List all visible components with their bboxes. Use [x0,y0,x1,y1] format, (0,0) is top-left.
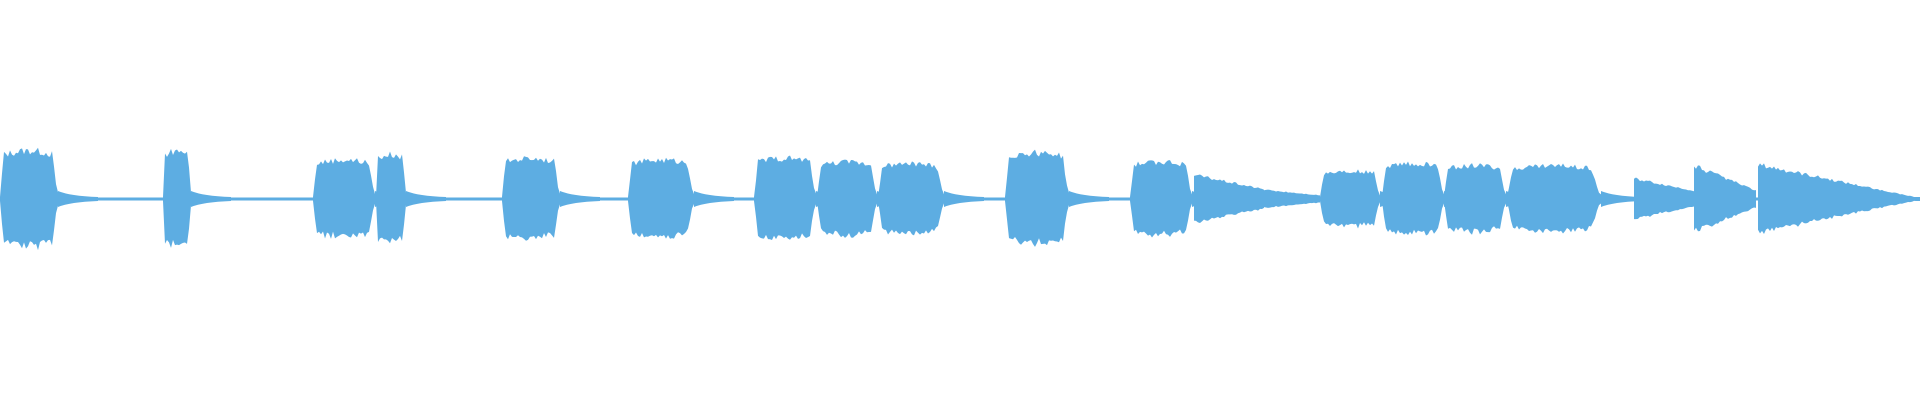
waveform-note-shape [1130,160,1192,238]
waveform-release-taper [1601,191,1641,207]
waveform-note-shape [1005,149,1069,247]
waveform-note-shape [1264,189,1320,208]
waveform-note [502,156,600,241]
waveform-release-taper [1069,191,1109,207]
waveform-release-taper [406,191,446,207]
waveform-note-shape [1694,165,1756,232]
waveform-note-shape [754,155,816,241]
waveform-note-shape [502,156,560,241]
waveform-note-shape [1507,163,1601,234]
waveform-release-taper [694,191,734,207]
waveform-note [163,148,231,248]
waveform-note [1694,165,1756,232]
waveform-note-shape [163,148,191,248]
waveform-release-taper [191,191,231,207]
waveform-note [1194,174,1264,223]
waveform-note-shape [376,151,406,244]
waveform-note [628,157,734,239]
waveform-note-shape [313,158,375,239]
waveform-note-shape [1634,177,1694,220]
waveform-note [878,161,984,236]
waveform-note-shape [0,147,58,251]
waveform-note-shape [878,161,944,236]
waveform-note-shape [817,159,877,238]
waveform-release-taper [944,191,984,207]
waveform-note [1005,149,1109,247]
waveform-note [376,151,446,244]
waveform-note-shape [1194,174,1264,223]
waveform-note [1634,177,1694,220]
waveform-note [1758,163,1920,234]
waveform-note [1264,189,1320,208]
waveform-release-taper [560,191,600,207]
waveform-release-taper [58,191,98,207]
waveform-note [0,147,98,251]
waveform-note-shape [628,157,694,239]
waveform-note-shape [1758,163,1920,234]
waveform-note-shape [1444,163,1506,235]
waveform-note-shape [1320,169,1380,229]
waveform-note-shape [1382,161,1444,236]
waveform-note [1507,163,1641,234]
